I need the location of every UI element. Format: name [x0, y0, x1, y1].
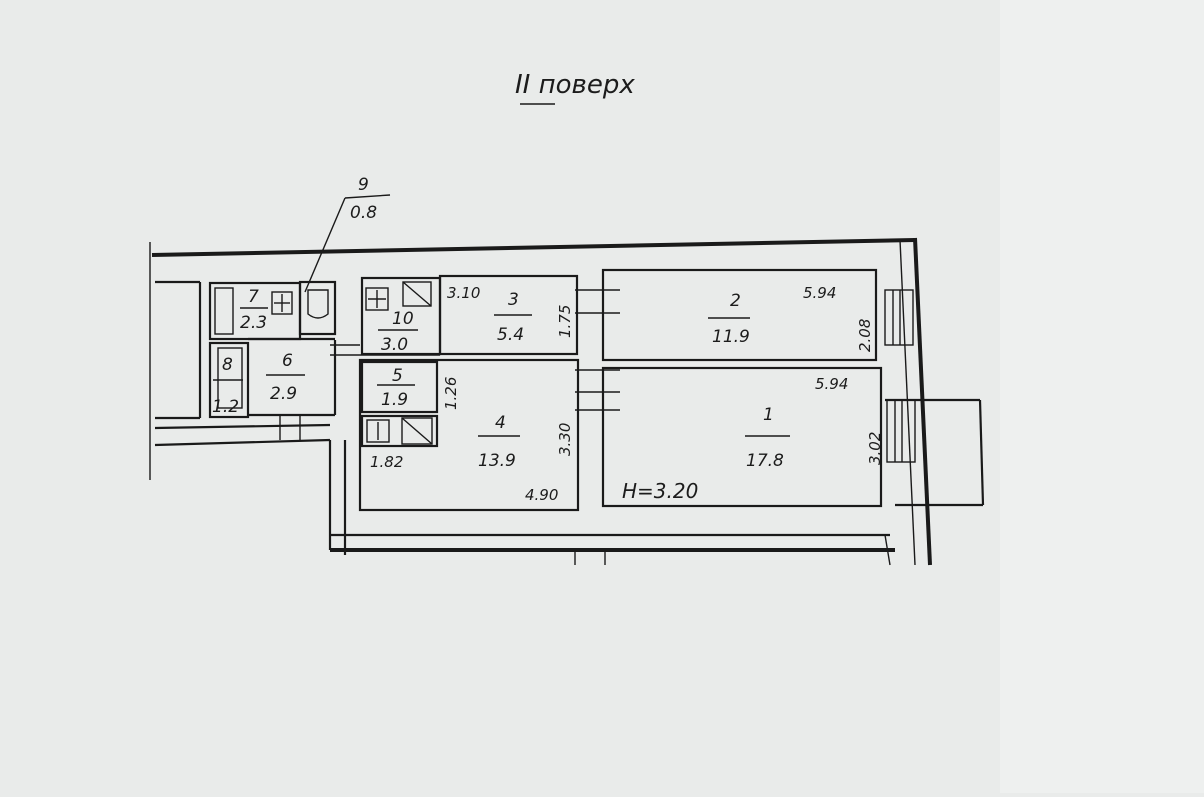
svg-text:2.3: 2.3: [240, 313, 267, 333]
room-label-2: 2 11.9: [708, 291, 750, 347]
svg-text:4: 4: [495, 413, 506, 433]
svg-text:3.0: 3.0: [381, 335, 408, 355]
svg-text:2.9: 2.9: [270, 384, 297, 404]
svg-text:1.2: 1.2: [212, 397, 239, 417]
room-label-6: 6 2.9: [266, 351, 305, 404]
outer-walls: [149, 237, 985, 566]
svg-text:1.9: 1.9: [381, 390, 408, 410]
svg-text:10: 10: [392, 309, 414, 329]
svg-text:13.9: 13.9: [478, 451, 516, 471]
svg-text:1.82: 1.82: [370, 453, 403, 471]
room-walls: [208, 268, 883, 512]
ceiling-height-label: H=3.20: [622, 479, 698, 503]
fixtures: [214, 281, 433, 445]
room-label-10: 10 3.0: [378, 309, 418, 355]
svg-text:0.8: 0.8: [350, 203, 377, 223]
room-label-1: 1 17.8: [745, 405, 790, 471]
svg-text:3.02: 3.02: [866, 432, 884, 465]
room-label-7: 7 2.3: [240, 287, 268, 333]
svg-text:3.30: 3.30: [556, 423, 574, 456]
svg-text:17.8: 17.8: [746, 451, 784, 471]
svg-text:1: 1: [763, 405, 774, 425]
svg-text:5.4: 5.4: [497, 325, 524, 345]
room-label-8: 8 1.2: [212, 355, 243, 417]
svg-text:5.94: 5.94: [803, 284, 836, 302]
svg-text:6: 6: [282, 351, 293, 371]
svg-text:2: 2: [730, 291, 741, 311]
svg-text:5.94: 5.94: [815, 375, 848, 393]
svg-text:4.90: 4.90: [525, 486, 558, 504]
room-label-4: 4 13.9: [478, 413, 520, 471]
window-marks: [279, 289, 916, 566]
dimension-labels: 5.94 3.02 5.94 2.08 3.10 1.75 4.90 3.30 …: [370, 284, 884, 504]
room-label-9: 9 0.8: [350, 175, 377, 223]
svg-text:5: 5: [392, 366, 403, 386]
svg-text:3: 3: [508, 290, 519, 310]
svg-text:8: 8: [222, 355, 233, 375]
svg-text:3.10: 3.10: [447, 284, 480, 302]
plan-title: II поверх: [515, 70, 635, 100]
svg-text:1.75: 1.75: [556, 305, 574, 338]
svg-text:2.08: 2.08: [856, 319, 874, 352]
room-label-3: 3 5.4: [494, 290, 532, 345]
svg-text:9: 9: [358, 175, 369, 195]
svg-text:7: 7: [248, 287, 259, 307]
svg-text:1.26: 1.26: [442, 377, 460, 410]
room-label-5: 5 1.9: [377, 366, 415, 410]
svg-text:11.9: 11.9: [712, 327, 750, 347]
